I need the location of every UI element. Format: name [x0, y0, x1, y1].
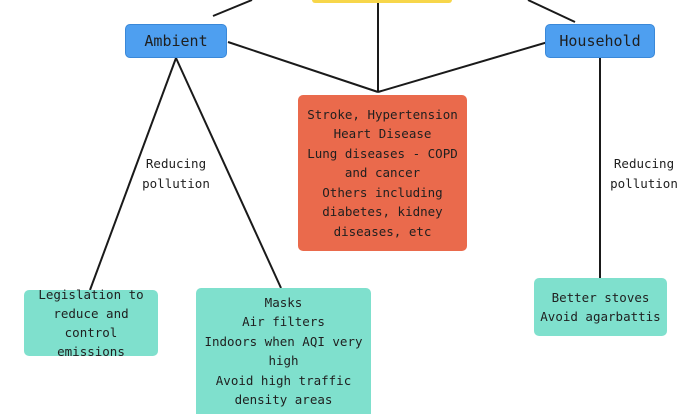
- edge-label-line: pollution: [610, 176, 678, 191]
- stoves-line: Better stoves: [551, 290, 650, 305]
- edge-top-to-ambient: [212, 0, 253, 17]
- diseases-line: Lung diseases - COPD: [307, 145, 458, 161]
- masks-line: Masks: [264, 294, 303, 310]
- stoves-line: Avoid agarbattis: [540, 309, 661, 324]
- edge-top-to-household: [527, 0, 576, 23]
- masks-line: high: [268, 353, 299, 368]
- edge-label-line: pollution: [142, 176, 210, 191]
- edge-ambient-to-legislation: [89, 57, 177, 291]
- diseases-node: Stroke, Hypertension Heart Disease Lung …: [298, 95, 467, 251]
- household-node: Household: [545, 24, 655, 58]
- diseases-line: diseases, etc: [333, 223, 432, 239]
- ambient-reducing-label: Reducing pollution: [128, 154, 224, 194]
- edge-household-to-diseases: [377, 41, 549, 93]
- legislation-node: Legislation to reduce and control emissi…: [24, 287, 158, 359]
- legislation-line: reduce and control: [53, 306, 129, 340]
- masks-line: density areas: [234, 392, 333, 407]
- top-node: [312, 0, 452, 3]
- masks-line: Air filters: [242, 314, 325, 329]
- legislation-line: emissions: [57, 344, 125, 359]
- masks-line: Avoid high traffic: [215, 372, 352, 388]
- ambient-node: Ambient: [125, 24, 227, 58]
- diseases-line: and cancer: [344, 165, 421, 181]
- household-reducing-label: Reducing pollution: [596, 154, 692, 194]
- household-label: Household: [559, 32, 641, 50]
- edge-label-line: Reducing: [613, 156, 675, 171]
- ambient-label: Ambient: [144, 32, 208, 50]
- diseases-line: Others including: [322, 184, 443, 200]
- legislation-line: Legislation to: [38, 287, 144, 302]
- edge-label-line: Reducing: [145, 156, 207, 171]
- stoves-node: Better stoves Avoid agarbattis: [534, 278, 667, 336]
- edge-ambient-to-masks: [175, 57, 282, 289]
- diseases-line: Stroke, Hypertension: [307, 106, 458, 122]
- edge-ambient-to-diseases: [227, 41, 379, 93]
- masks-line: Indoors when AQI very: [204, 333, 363, 349]
- diseases-line: Heart Disease: [333, 126, 432, 142]
- masks-node: Masks Air filters Indoors when AQI very …: [196, 288, 371, 414]
- diseases-line: diabetes, kidney: [322, 204, 443, 220]
